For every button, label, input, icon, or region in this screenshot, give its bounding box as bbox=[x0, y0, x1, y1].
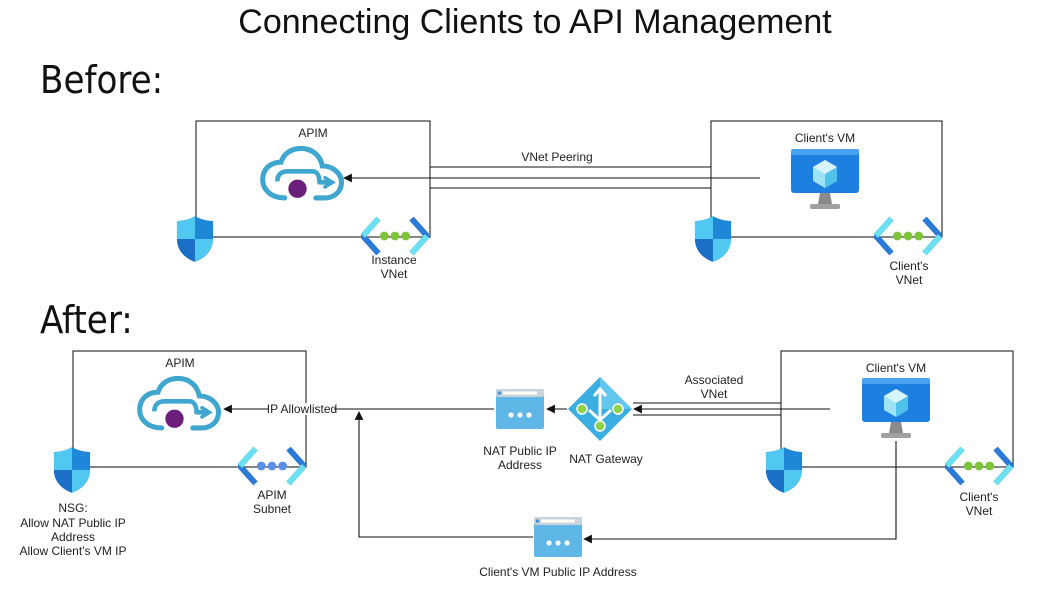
page-title: Connecting Clients to API Management bbox=[238, 3, 832, 41]
nsg-label-line4: Allow Client's VM IP bbox=[20, 544, 127, 558]
before-apim-label: APIM bbox=[298, 126, 327, 140]
before-instance-vnet-icon bbox=[363, 219, 427, 254]
before-heading: Before: bbox=[40, 58, 163, 102]
after-heading: After: bbox=[40, 298, 133, 342]
before-section: Before: VNet Peering APIM Instance VNet … bbox=[40, 58, 943, 287]
nat-gateway-label: NAT Gateway bbox=[569, 452, 643, 466]
nsg-label-line2: Allow NAT Public IP bbox=[20, 516, 126, 530]
client-vnet-box bbox=[710, 120, 943, 238]
before-client-nsg-shield-icon bbox=[694, 216, 732, 262]
after-section: After: APIM APIM Subnet NSG: Allow NAT P… bbox=[20, 298, 1014, 579]
nat-public-ip-label-line2: Address bbox=[498, 458, 542, 472]
clients-vm-public-ip-icon bbox=[534, 517, 582, 557]
apim-subnet-label-line2: Subnet bbox=[253, 502, 292, 516]
after-client-nsg-shield-icon bbox=[765, 447, 803, 493]
nat-public-ip-icon bbox=[496, 389, 544, 429]
instance-vnet-label-line2: VNet bbox=[381, 267, 408, 281]
after-clients-vm-label: Client's VM bbox=[866, 361, 926, 375]
before-clients-vm-icon bbox=[791, 149, 859, 209]
after-clients-vm-icon bbox=[862, 378, 930, 438]
nat-public-ip-label-line1: NAT Public IP bbox=[483, 444, 557, 458]
before-apim-icon bbox=[263, 148, 342, 198]
before-apim-nsg-shield-icon bbox=[176, 216, 214, 262]
nat-gateway-icon bbox=[567, 376, 633, 442]
before-clients-vnet-label-line2: VNet bbox=[896, 273, 923, 287]
before-clients-vm-label: Client's VM bbox=[795, 131, 855, 145]
instance-vnet-label-line1: Instance bbox=[371, 253, 417, 267]
clients-vm-public-ip-label: Client's VM Public IP Address bbox=[479, 565, 636, 579]
ip-allowlisted-bg bbox=[268, 403, 334, 415]
after-clients-vnet-label-line1: Client's bbox=[960, 490, 999, 504]
after-clients-vnet-icon bbox=[947, 449, 1011, 484]
associated-vnet-label-line2: VNet bbox=[701, 387, 728, 401]
apim-nsg-shield-icon bbox=[53, 447, 91, 493]
apim-vnet-box bbox=[195, 120, 431, 238]
after-clients-vnet-label-line2: VNet bbox=[966, 504, 993, 518]
nsg-label-line3: Address bbox=[51, 530, 95, 544]
vm-to-public-ip-arrow bbox=[583, 441, 897, 544]
associated-vnet-label-line1: Associated bbox=[685, 373, 744, 387]
before-clients-vnet-label-line1: Client's bbox=[890, 259, 929, 273]
apim-subnet-icon bbox=[240, 449, 304, 484]
after-apim-icon bbox=[140, 378, 219, 428]
nsg-label-line1: NSG: bbox=[58, 501, 87, 515]
public-ip-to-apim-arrow bbox=[354, 411, 533, 538]
vnet-peering-label: VNet Peering bbox=[521, 150, 592, 164]
apim-subnet-label-line1: APIM bbox=[257, 488, 286, 502]
before-clients-vnet-icon bbox=[876, 219, 940, 254]
after-apim-label: APIM bbox=[165, 356, 194, 370]
ip-allowlisted-label: IP Allowlisted bbox=[267, 402, 337, 416]
